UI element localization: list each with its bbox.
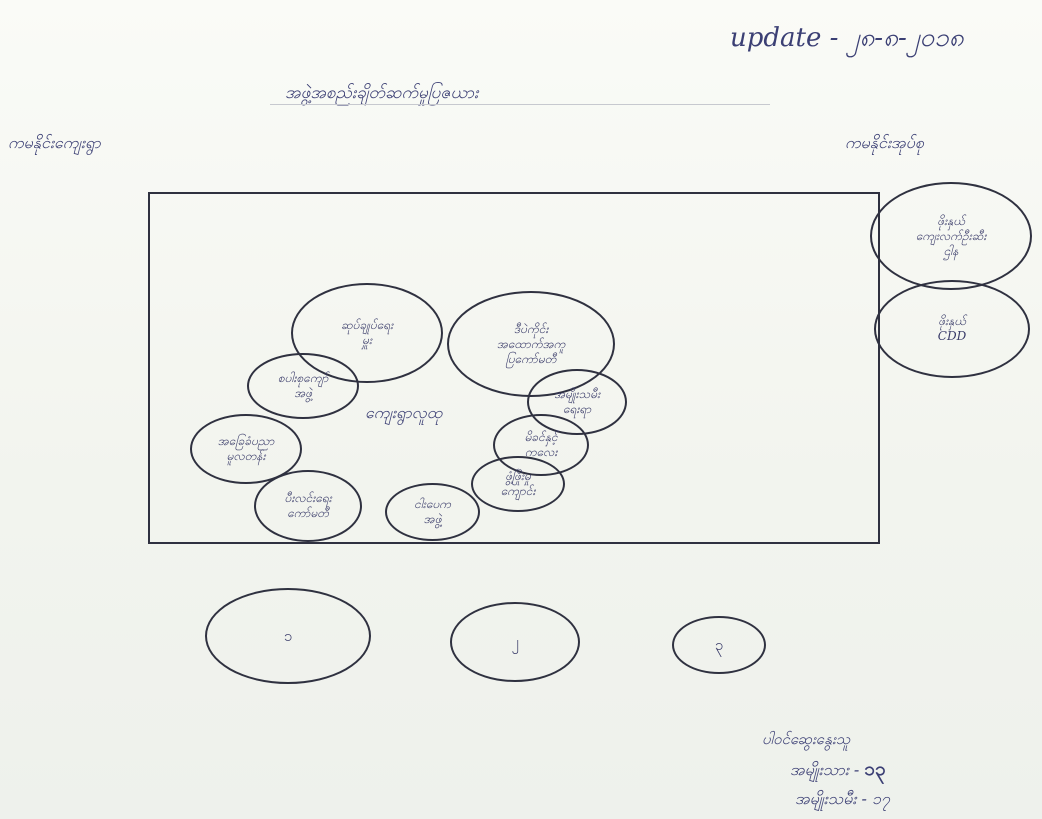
female-count: ၁၇: [871, 789, 890, 808]
male-count: ၁၃: [864, 758, 886, 780]
org-circle-primary-education: အခြေခံပညာ မူလတန်း: [190, 414, 302, 484]
org-circle-support-committee: ဒီပဲကိုင်း အထောက်အကူ ပြကော်မတီ: [447, 291, 615, 397]
numbered-circle-2: ၂: [450, 602, 580, 682]
female-label: အမျိုးသမီး -: [795, 789, 867, 808]
male-count-row: အမျိုးသား - ၁၃: [790, 757, 886, 785]
village-boundary-box: [148, 192, 880, 544]
female-count-row: အမျိုးသမီး - ၁၇: [795, 788, 890, 812]
participants-label: ပါဝင်ဆွေးနွေးသူ: [762, 730, 851, 748]
org-circle-rice-bank: စပါးစုကျော် အဖွဲ့: [247, 353, 359, 419]
community-center-label: ကျေးရွာလူထု: [365, 403, 443, 422]
org-circle-admin: ဆုပ်ချုပ်ရေး မှူး: [291, 283, 443, 383]
org-circle-lighting-committee: ပီးလင်းရေး ကော်မတီ: [254, 470, 362, 542]
male-label: အမျိုးသား -: [790, 760, 860, 779]
numbered-circle-3: ၃: [672, 616, 766, 674]
numbered-circle-1: ၁: [205, 588, 371, 684]
org-circle-cdd: ဖိုးနှယ် CDD: [874, 280, 1030, 378]
village-name: ကမနိုင်းကျေးရွာ: [8, 133, 101, 152]
update-date: update - ၂၈-၈-၂၀၁၈: [730, 23, 964, 53]
org-circle-school: ဖွံ့ဖြိုးမှု ကျောင်း: [471, 456, 565, 512]
org-circle-fishing-group: ငါးပေက အဖွဲ့: [385, 483, 480, 541]
diagram-title: အဖွဲ့အစည်းချိတ်ဆက်မှုပြဇယား: [285, 83, 479, 103]
village-tract-name: ကမနိုင်းအုပ်စု: [845, 133, 924, 152]
org-circle-rural-development: ဖိုးနှယ် ကျေးလက်ဦးဆီး ဌါန: [870, 182, 1032, 290]
title-underline: [270, 104, 770, 105]
